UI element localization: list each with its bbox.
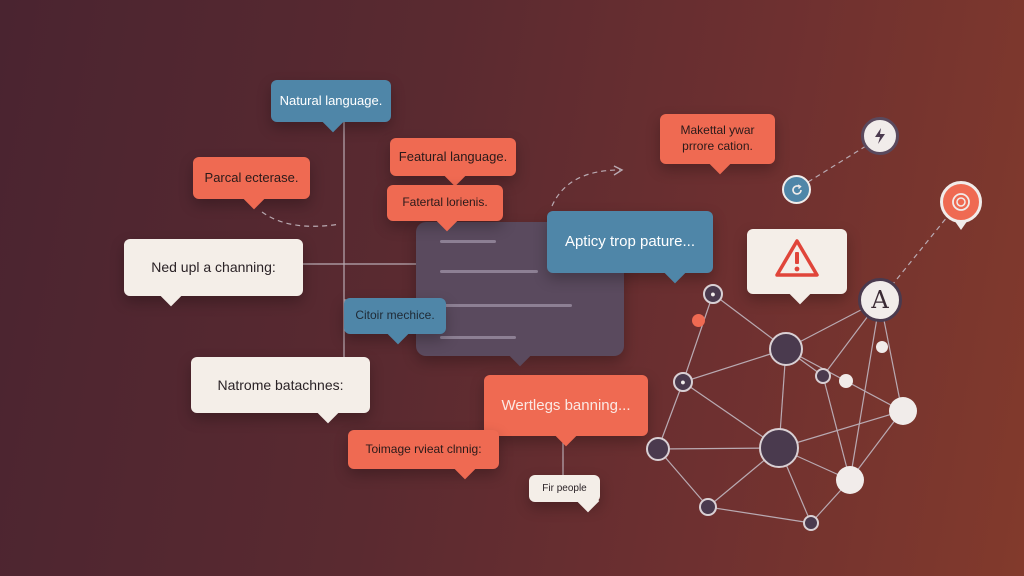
- bubble-parcal-ecterase: Parcal ecterase.: [193, 157, 310, 199]
- bubble-citoir-mechice: Citoir mechice.: [344, 298, 446, 334]
- network-node: [836, 466, 864, 494]
- network-node: [815, 368, 831, 384]
- arrowhead: [613, 165, 624, 176]
- network-node: [699, 498, 717, 516]
- network-node: [803, 515, 819, 531]
- bubble-wertlegs-banning: Wertlegs banning...: [484, 375, 648, 436]
- bubble-toimage-rvieat: Toimage rvieat clnnig:: [348, 430, 499, 469]
- badge-icon: [940, 181, 982, 223]
- network-node: [759, 428, 799, 468]
- refresh-icon: [782, 175, 811, 204]
- dashed-curve-top: [551, 169, 621, 207]
- warning-card: [747, 229, 847, 294]
- bubble-fir-people: Fir people: [529, 475, 600, 502]
- bubble-natural-language: Natural language.: [271, 80, 391, 122]
- network-node: [839, 374, 853, 388]
- avatar-letter: A: [871, 286, 889, 314]
- warning-icon: [774, 238, 820, 285]
- panel-line: [440, 240, 496, 243]
- lock-icon: ●: [673, 372, 693, 392]
- panel-line: [440, 304, 572, 307]
- dashed-curve-left: [261, 211, 341, 227]
- bubble-featural-language: Featural language.: [390, 138, 516, 176]
- panel-line: [440, 270, 538, 273]
- lock-icon: ●: [703, 284, 723, 304]
- flash-icon: [861, 117, 899, 155]
- network-node: [876, 341, 888, 353]
- bubble-natrome-batachnes: Natrome batachnes:: [191, 357, 370, 413]
- bubble-makettal-your: Makettal ywar prrore cation.: [660, 114, 775, 164]
- network-node: [646, 437, 670, 461]
- network-node: [889, 397, 917, 425]
- bubble-fatertal-lorienis: Fatertal lorienis.: [387, 185, 503, 221]
- panel-line: [440, 336, 516, 339]
- bubble-apticy-trop-pature: Apticy trop pature...: [547, 211, 713, 273]
- badge-pin-tip: [954, 220, 968, 230]
- avatar-icon: A: [858, 278, 902, 322]
- network-node: [769, 332, 803, 366]
- network-node: [692, 314, 705, 327]
- bubble-need-up-channing: Ned upl a channing:: [124, 239, 303, 296]
